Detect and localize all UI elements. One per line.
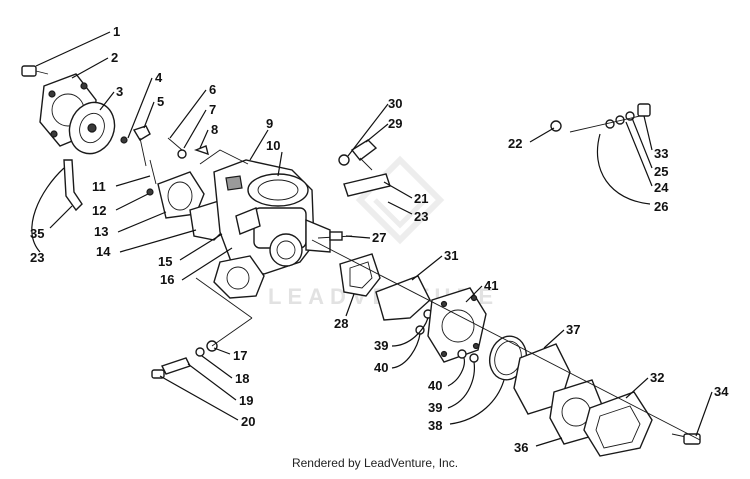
callout-9: 9 bbox=[266, 116, 273, 131]
part-pump-body-41 bbox=[427, 287, 487, 363]
part-fitting-29-31 bbox=[338, 139, 378, 171]
callout-6: 6 bbox=[209, 82, 216, 97]
callout-19: 19 bbox=[239, 393, 253, 408]
callout-40-lower: 40 bbox=[428, 378, 442, 393]
part-orings-lower-39-40 bbox=[457, 349, 479, 363]
callout-40-upper: 40 bbox=[374, 360, 388, 375]
part-carburetor-body-9-10 bbox=[213, 159, 331, 275]
part-idle-screw-17-20 bbox=[151, 340, 218, 379]
callout-30: 33 bbox=[654, 146, 668, 161]
part-screw-assembly-22-30 bbox=[550, 103, 651, 133]
callout-23-left: 23 bbox=[30, 250, 44, 265]
part-diaphragm-3 bbox=[68, 101, 116, 155]
callout-21: 21 bbox=[414, 191, 428, 206]
part-bowl-15-16 bbox=[213, 255, 265, 299]
callout-33: 32 bbox=[650, 370, 664, 385]
watermark-logo bbox=[355, 155, 445, 245]
callout-29: 29 bbox=[388, 116, 402, 131]
part-screw-1 bbox=[21, 65, 49, 77]
callout-2: 2 bbox=[111, 50, 118, 65]
callout-1: 1 bbox=[113, 24, 120, 39]
callout-39-lower: 39 bbox=[428, 400, 442, 415]
callout-3: 3 bbox=[116, 84, 123, 99]
part-gasket-28 bbox=[339, 253, 381, 297]
callout-10: 10 bbox=[266, 138, 280, 153]
callout-17: 17 bbox=[233, 348, 247, 363]
callout-36: 36 bbox=[514, 440, 528, 455]
callout-25: 25 bbox=[654, 164, 668, 179]
callout-13: 13 bbox=[94, 224, 108, 239]
callout-38: 38 bbox=[428, 418, 442, 433]
callout-12: 12 bbox=[92, 203, 106, 218]
callout-37: 37 bbox=[566, 322, 580, 337]
callout-8: 8 bbox=[211, 122, 218, 137]
part-pin-11 bbox=[149, 159, 157, 185]
callout-28: 28 bbox=[334, 316, 348, 331]
callout-5: 5 bbox=[157, 94, 164, 109]
footer-credit: Rendered by LeadVenture, Inc. bbox=[291, 456, 459, 470]
explosion-lines bbox=[195, 149, 701, 441]
callout-14: 14 bbox=[96, 244, 111, 259]
callout-35: 35 bbox=[30, 226, 44, 241]
callout-26: 26 bbox=[654, 199, 668, 214]
callout-27: 27 bbox=[372, 230, 386, 245]
callout-11: 11 bbox=[92, 179, 106, 194]
callout-22: 22 bbox=[508, 136, 522, 151]
callout-23-right: 23 bbox=[414, 209, 428, 224]
part-gasket-32 bbox=[375, 275, 431, 321]
callout-24: 24 bbox=[654, 180, 669, 195]
callout-32: 31 bbox=[444, 248, 458, 263]
part-choke-plate-13 bbox=[146, 171, 205, 219]
part-lever-4-5 bbox=[120, 125, 151, 167]
callout-20: 20 bbox=[241, 414, 255, 429]
callout-15: 15 bbox=[158, 254, 172, 269]
callout-39-upper: 39 bbox=[374, 338, 388, 353]
part-cover-33 bbox=[583, 391, 653, 457]
callout-31: 30 bbox=[388, 96, 402, 111]
part-elbow-fitting-35 bbox=[63, 159, 83, 212]
callout-16: 16 bbox=[160, 272, 174, 287]
part-screw-34 bbox=[671, 433, 701, 445]
callout-41: 41 bbox=[484, 278, 498, 293]
part-small-hardware-6-8 bbox=[167, 137, 209, 159]
callout-7: 7 bbox=[209, 102, 216, 117]
callout-18: 18 bbox=[235, 371, 249, 386]
callout-34: 34 bbox=[714, 384, 729, 399]
callout-4: 4 bbox=[155, 70, 163, 85]
